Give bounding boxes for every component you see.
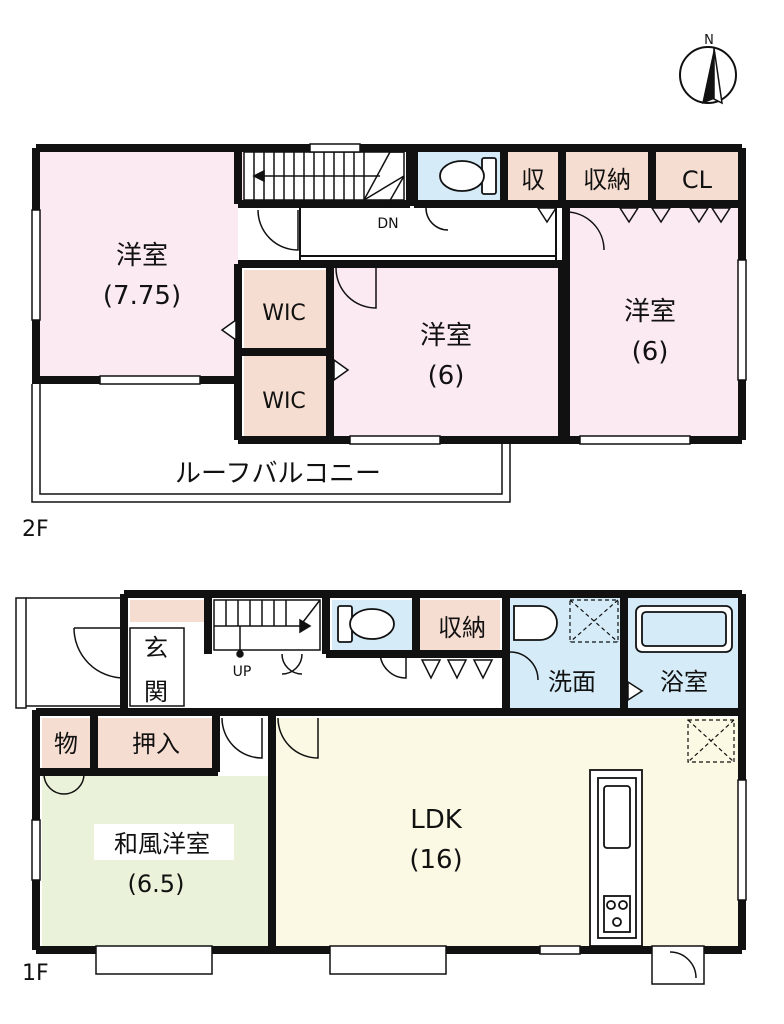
closet-2f-label: CL [682, 166, 713, 194]
kitchen-counter [589, 769, 643, 947]
floor-2: DN [22, 143, 747, 542]
floor-1: 玄 UP [15, 590, 747, 986]
room-western-c-size: (6) [632, 337, 669, 367]
stairs-2f [243, 151, 405, 208]
back-door-swing [669, 951, 697, 979]
room-western-b-size: (6) [428, 361, 465, 391]
compass-ring [679, 46, 737, 104]
wic-upper-label: WIC [262, 301, 306, 326]
room-western-b-name: 洋室 [420, 321, 472, 351]
kitchen-sink-icon [603, 785, 631, 849]
compass: N [679, 33, 737, 105]
roof-balcony [31, 384, 511, 503]
compass-needle-icon [702, 48, 714, 104]
floor-1-doors [43, 651, 644, 795]
stairs-1f [213, 599, 321, 658]
floor-2-label: 2F [22, 517, 49, 542]
room-ldk-size: (16) [409, 845, 462, 875]
floor-2-thin-lines [238, 203, 557, 264]
storage-1f-label: 収納 [438, 614, 486, 642]
storage-1f [420, 600, 500, 650]
toilet-2f-icon [439, 157, 497, 195]
stairs-arrow-icon [252, 169, 265, 183]
bathroom-label: 浴室 [660, 668, 708, 696]
sink-icon [513, 605, 558, 641]
entrance-porch [15, 597, 185, 709]
bathtub-icon [635, 605, 733, 653]
closet-2f [656, 150, 738, 202]
entrance-label: 玄 [144, 634, 168, 662]
entrance-storage-1f [130, 600, 206, 622]
room-western-c [566, 208, 740, 438]
compass-north-label: N [704, 33, 714, 48]
stairs-up-label: UP [233, 664, 252, 680]
storage-2f [566, 150, 650, 202]
oshiire-label: 押入 [132, 730, 180, 758]
storage-small-2f [508, 150, 558, 202]
entrance-label-text: 玄 [144, 634, 168, 662]
toilet-1f-icon [337, 605, 395, 643]
stairs-up-arrow-icon [299, 618, 312, 634]
wic-upper [244, 270, 326, 350]
storeroom-label: 物 [54, 730, 78, 758]
entrance-label-2: 関 [144, 678, 168, 706]
room-western-c-name: 洋室 [624, 297, 676, 327]
storage-2f-label: 収納 [583, 166, 631, 194]
fridge-space-icon [687, 719, 735, 763]
floor-2-windows [31, 143, 747, 445]
japanese-room-label-bg [94, 824, 234, 860]
storeroom-1f [42, 718, 90, 768]
room-western-a [38, 148, 238, 380]
room-ldk-name: LDK [410, 805, 463, 835]
floor-1-label: 1F [22, 961, 49, 986]
washer-space-icon [569, 599, 619, 643]
wic-lower [244, 356, 326, 436]
room-western-b [330, 266, 560, 438]
stairs-down-label: DN [377, 216, 398, 232]
compass-needle-outline [713, 47, 723, 105]
roof-balcony-label: ルーフバルコニー [175, 459, 381, 489]
oshiire-1f [98, 718, 214, 768]
washroom-label: 洗面 [548, 668, 596, 696]
room-japanese-western-name: 和風洋室 [114, 830, 210, 858]
room-japanese-western-size: (6.5) [128, 870, 185, 898]
room-japanese-western [42, 776, 268, 946]
floor-2-doors [220, 207, 732, 382]
room-ldk [276, 718, 738, 946]
room-western-a-size: (7.75) [103, 281, 181, 311]
room-western-a-name: 洋室 [116, 241, 168, 271]
storage-small-2f-label: 収 [521, 166, 545, 194]
wic-lower-label: WIC [262, 389, 306, 414]
